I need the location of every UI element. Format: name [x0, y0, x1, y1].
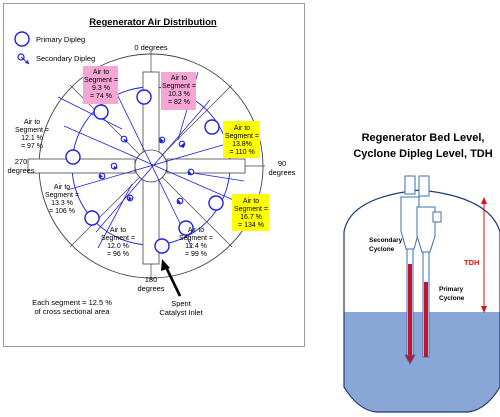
compass-label-south-line-1: 180 — [145, 275, 158, 284]
primary-dipleg-icon — [208, 195, 224, 211]
svg-text:= 134 %: = 134 % — [238, 222, 264, 229]
svg-text:12.1 %: 12.1 % — [21, 135, 43, 142]
segment-label-ene: Air to Segment = 13.8% = 110 % — [223, 121, 260, 158]
primary-dipleg-icon — [154, 238, 170, 254]
tdh-label: TDH — [464, 258, 479, 267]
secondary-dipleg-arrowheads — [99, 138, 192, 204]
svg-text:13.3 %: 13.3 % — [51, 200, 73, 207]
svg-text:Segment =: Segment = — [84, 77, 118, 84]
primary-dipleg-icon — [84, 210, 100, 226]
secondary-cyclone-label-line-2: Cyclone — [369, 246, 395, 253]
primary-cyclone-body — [416, 206, 436, 253]
svg-text:Segment =: Segment = — [101, 235, 135, 242]
svg-text:= 106 %: = 106 % — [49, 208, 75, 215]
segment-footnote-line-1: Each segment = 12.5 % — [32, 298, 112, 307]
segment-label-sse: Air to Segment = 12.4 % = 99 % — [179, 227, 213, 258]
svg-text:Air to: Air to — [234, 125, 250, 132]
outlet-pipe-primary — [418, 175, 430, 197]
svg-text:= 82 %: = 82 % — [168, 99, 190, 106]
svg-text:13.8%: 13.8% — [232, 141, 252, 148]
spent-catalyst-label-line-1: Spent — [171, 299, 192, 308]
segment-highlight — [223, 121, 260, 158]
svg-text:Air to: Air to — [110, 227, 126, 234]
svg-text:= 74 %: = 74 % — [90, 93, 112, 100]
vessel-title-line-1: Regenerator Bed Level, — [362, 132, 485, 144]
svg-text:12.4 %: 12.4 % — [185, 243, 207, 250]
primary-dipleg-icons — [65, 89, 224, 254]
primary-cyclone-label-line-1: Primary — [439, 286, 464, 293]
compass-label-north: 0 degrees — [134, 43, 168, 52]
spent-catalyst-arrowhead — [161, 259, 170, 271]
svg-text:= 110 %: = 110 % — [229, 149, 254, 156]
svg-text:Segment =: Segment = — [225, 133, 259, 140]
compass-label-south-line-2: degrees — [137, 284, 164, 293]
svg-text:Air to: Air to — [188, 227, 204, 234]
svg-text:16.7 %: 16.7 % — [240, 214, 262, 221]
segment-footnote-line-2: of cross sectional area — [34, 307, 110, 316]
segment-highlight — [232, 194, 269, 231]
svg-text:Air to: Air to — [243, 198, 259, 205]
svg-text:Air to: Air to — [171, 75, 187, 82]
secondary-dipleg-level — [408, 264, 412, 355]
compass-label-east-line-1: 90 — [278, 159, 286, 168]
tdh-arrowhead-bottom — [481, 306, 487, 313]
fluidized-bed — [344, 312, 500, 412]
secondary-dipleg-legend-arrowhead — [25, 60, 29, 64]
svg-text:= 96 %: = 96 % — [107, 251, 129, 258]
segment-highlight — [83, 66, 118, 104]
spent-catalyst-arrow — [164, 266, 182, 297]
svg-text:Air to: Air to — [24, 119, 40, 126]
compass-label-west-line-1: 270 — [15, 157, 28, 166]
compass-label-west-line-2: degrees — [7, 166, 34, 175]
primary-dipleg-legend-label: Primary Dipleg — [36, 35, 85, 44]
spent-catalyst-label-line-2: Catalyst Inlet — [159, 308, 203, 317]
compass-label-east-line-2: degrees — [268, 168, 295, 177]
svg-text:= 97 %: = 97 % — [21, 143, 43, 150]
outlet-pipe-secondary — [404, 175, 416, 195]
svg-text:Segment =: Segment = — [15, 127, 49, 134]
segment-label-nnw: Air to Segment = 9.3 % = 74 % — [83, 66, 118, 104]
svg-text:Segment =: Segment = — [45, 192, 79, 199]
primary-cyclone-inlet — [432, 211, 442, 223]
vessel-title-line-2: Cyclone Dipleg Level, TDH — [353, 148, 492, 160]
primary-dipleg-icon — [204, 119, 220, 135]
primary-cyclone-label-line-2: Cyclone — [439, 295, 465, 302]
regenerator-vessel — [343, 189, 500, 413]
segment-label-ssw: Air to Segment = 12.0 % = 96 % — [101, 227, 135, 258]
air-distribution-title: Regenerator Air Distribution — [89, 17, 217, 28]
tdh-arrowhead-top — [481, 197, 487, 204]
segment-label-ese: Air to Segment = 16.7 % = 134 % — [232, 194, 269, 231]
segment-highlight — [161, 72, 196, 110]
segment-label-nne: Air to Segment = 10.3 % = 82 % — [161, 72, 196, 110]
segment-label-wnw: Air to Segment = 12.1 % = 97 % — [15, 119, 49, 150]
svg-text:Segment =: Segment = — [179, 235, 213, 242]
secondary-cyclone-label-line-1: Secondary — [369, 237, 403, 244]
secondary-cyclone-body — [400, 196, 420, 250]
svg-text:Air to: Air to — [54, 184, 70, 191]
primary-dipleg-icon — [93, 104, 109, 120]
primary-dipleg-icon — [178, 220, 194, 236]
primary-dipleg-level — [424, 282, 428, 357]
svg-text:= 99 %: = 99 % — [185, 251, 207, 258]
svg-text:12.0 %: 12.0 % — [107, 243, 129, 250]
primary-dipleg-icon — [65, 149, 81, 165]
air-grid-arm-east — [166, 158, 246, 174]
svg-text:Segment =: Segment = — [162, 83, 196, 90]
air-grid-arm-west — [27, 158, 136, 174]
secondary-dipleg-trickle-valve — [404, 354, 416, 365]
svg-text:Segment =: Segment = — [234, 206, 268, 213]
segment-label-wsw: Air to Segment = 13.3 % = 106 % — [45, 184, 79, 215]
air-grid-arm-north — [142, 71, 160, 159]
air-flow-lines — [57, 71, 245, 249]
svg-text:Air to: Air to — [93, 69, 109, 76]
svg-text:10.3 %: 10.3 % — [168, 91, 190, 98]
primary-dipleg-icon — [136, 89, 152, 105]
secondary-dipleg-legend-label: Secondary Dipleg — [36, 54, 95, 63]
svg-text:9.3 %: 9.3 % — [92, 85, 110, 92]
secondary-dipleg-legend-icon — [17, 53, 25, 61]
primary-dipleg-legend-icon — [14, 31, 30, 47]
